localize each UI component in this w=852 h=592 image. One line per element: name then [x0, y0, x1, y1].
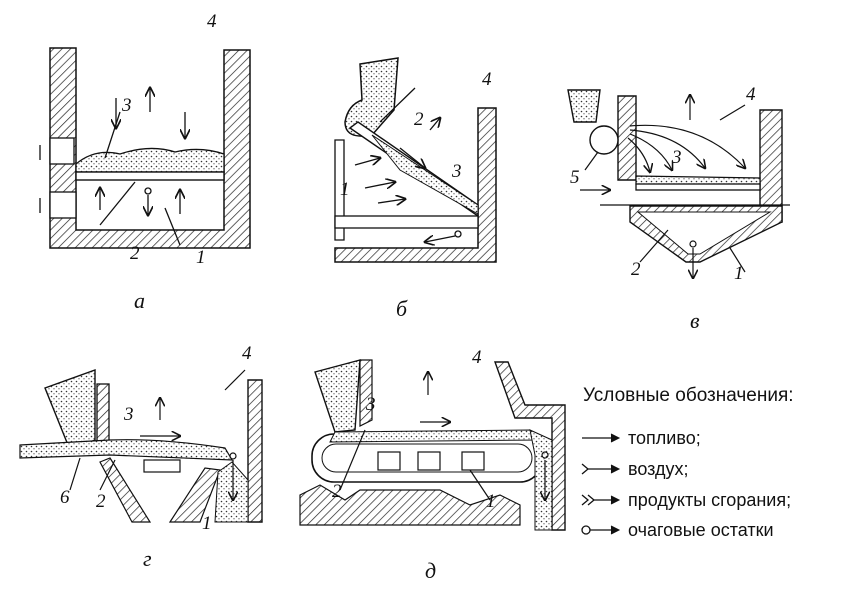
grate: [75, 171, 225, 181]
label-3: 3: [122, 95, 132, 116]
panel-caption-g: г: [143, 546, 152, 571]
label-1: 1: [340, 179, 350, 200]
legend-text: очаговые остатки: [628, 520, 774, 540]
ash-pile: [214, 461, 249, 523]
circle-arrow-icon: [581, 525, 621, 535]
label-4: 4: [472, 347, 482, 368]
support: [99, 457, 152, 523]
fuel-layer: [19, 439, 234, 461]
label-4: 4: [746, 84, 756, 105]
label-2: 2: [130, 243, 140, 264]
label-4: 4: [242, 343, 252, 364]
fuel-layer: [329, 429, 542, 443]
base: [299, 484, 521, 526]
air-box: [377, 451, 401, 471]
legend-text: воздух;: [628, 459, 689, 479]
side-port: [49, 191, 77, 219]
air-box: [461, 451, 485, 471]
label-2: 2: [414, 109, 424, 130]
panel-b: [334, 57, 497, 263]
legend-text: продукты сгорания;: [628, 490, 792, 510]
air-arrow-icon: [581, 463, 621, 475]
legend-item-air: воздух;: [580, 459, 850, 483]
furnace-wall: [359, 359, 373, 427]
furnace-walls: [334, 107, 497, 263]
label-1: 1: [734, 263, 744, 284]
label-3: 3: [452, 161, 462, 182]
panel-v: [567, 89, 790, 278]
label-1: 1: [196, 247, 206, 268]
rear-wall: [247, 379, 263, 523]
hopper: [314, 359, 361, 433]
fuel-bed: [75, 147, 225, 173]
legend-item-fuel: топливо;: [580, 428, 850, 452]
legend-text: топливо;: [628, 428, 701, 448]
label-1: 1: [202, 513, 212, 534]
legend-item-ash: очаговые остатки: [580, 520, 850, 544]
furnace-walls: [49, 47, 251, 249]
fuel-arrow-icon: [582, 433, 621, 443]
gate: [96, 383, 110, 445]
label-2: 2: [332, 481, 342, 502]
hopper: [44, 369, 96, 451]
label-1: 1: [486, 491, 496, 512]
panel-d: [299, 359, 566, 531]
front-wall: [617, 95, 637, 181]
label-2: 2: [631, 259, 641, 280]
panel-caption-b: б: [396, 296, 408, 321]
panel-g: [19, 369, 263, 523]
hopper: [344, 57, 399, 137]
label-3: 3: [366, 394, 376, 415]
label-6: 6: [60, 487, 70, 508]
legend-item-combustion: продукты сгорания;: [580, 490, 850, 514]
panel-caption-a: а: [134, 288, 145, 313]
panel-a: [39, 47, 251, 249]
label-3: 3: [672, 147, 682, 168]
ash-grate: [334, 215, 479, 229]
grate: [635, 183, 761, 191]
label-4: 4: [482, 69, 492, 90]
label-5: 5: [570, 167, 580, 188]
ash-pile: [529, 429, 553, 531]
label-2: 2: [96, 491, 106, 512]
label-4: 4: [207, 11, 217, 32]
front-wall: [334, 139, 345, 241]
support: [168, 467, 221, 523]
air-box: [417, 451, 441, 471]
double-arrow-icon: [581, 494, 621, 506]
panel-caption-d: д: [425, 558, 437, 583]
air-box: [143, 459, 181, 473]
label-3: 3: [124, 404, 134, 425]
panel-caption-v: в: [690, 308, 700, 333]
thrower-rotor: [589, 125, 619, 155]
rear-wall: [494, 361, 566, 531]
hopper: [567, 89, 601, 123]
fuel-layer: [371, 134, 479, 215]
legend-title: Условные обозначения:: [583, 385, 794, 406]
side-port: [49, 137, 75, 165]
